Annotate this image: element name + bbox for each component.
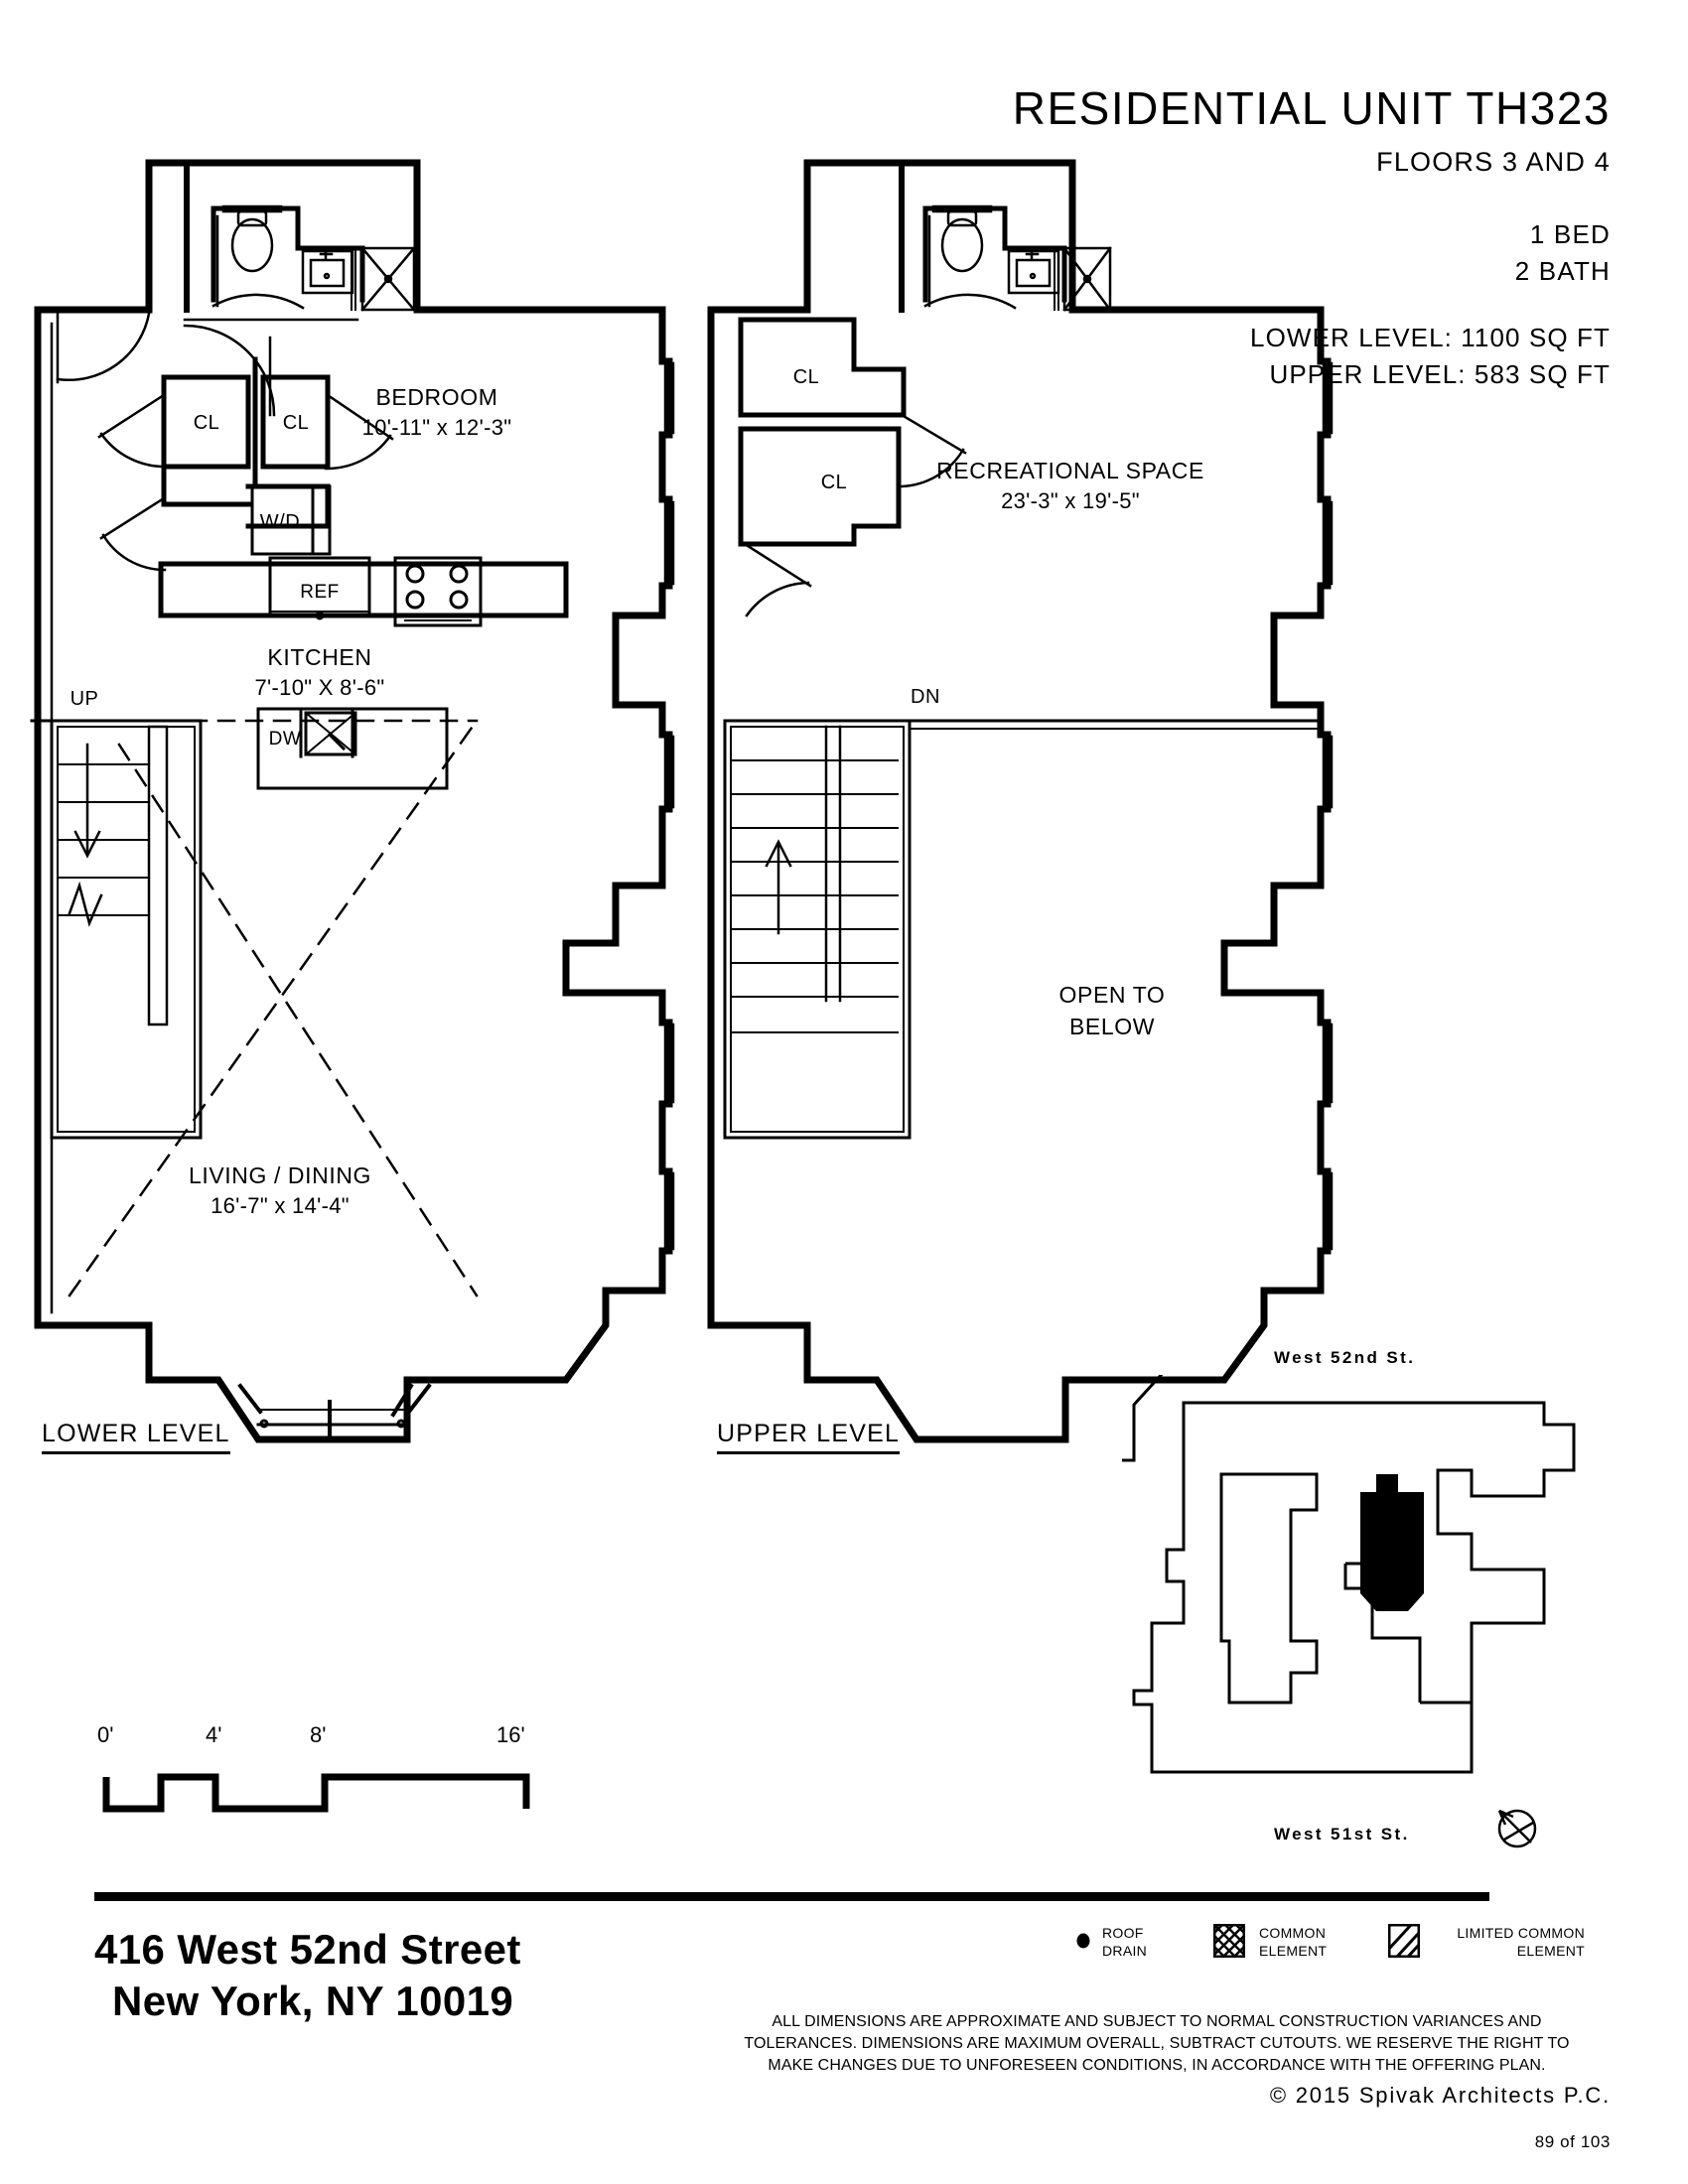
- address-line-2: New York, NY 10019: [112, 1978, 514, 2024]
- closet-label-upper-top: CL: [793, 366, 820, 388]
- scale-tick-3: 16': [496, 1722, 525, 1747]
- lower-level-plan: BEDROOM 10'-11" x 12'-3" CL CL: [30, 159, 675, 1443]
- open-to-below-line1: OPEN TO: [1059, 982, 1166, 1008]
- copyright-notice: © 2015 Spivak Architects P.C.: [1269, 2083, 1611, 2108]
- scale-tick-1: 4': [206, 1722, 222, 1747]
- roof-drain-dot-icon: [1076, 1933, 1090, 1949]
- page-number: 89 of 103: [1534, 2132, 1611, 2151]
- room-dim-kitchen: 7'-10" X 8'-6": [255, 675, 385, 700]
- legend-roof-drain-line2: DRAIN: [1102, 1943, 1148, 1959]
- bed-count: 1 BED: [1529, 219, 1611, 249]
- legend-item-limited-common-element: LIMITED COMMON ELEMENT: [1434, 1924, 1585, 1960]
- disclaimer-text: ALL DIMENSIONS ARE APPROXIMATE AND SUBJE…: [744, 2013, 1570, 2074]
- address-line-1: 416 West 52nd Street: [94, 1926, 521, 1973]
- scale-tick-2: 8': [310, 1722, 327, 1747]
- closet-label-upper-bottom: CL: [821, 472, 848, 493]
- bath-count: 2 BATH: [1514, 256, 1611, 286]
- stair-direction-up: UP: [70, 688, 99, 710]
- legend-limited-common-line1: LIMITED COMMON: [1457, 1925, 1585, 1941]
- scale-tick-0: 0': [97, 1722, 114, 1747]
- upper-level-caption: UPPER LEVEL: [717, 1420, 901, 1454]
- page-title: RESIDENTIAL UNIT TH323: [1012, 82, 1611, 134]
- legend-item-common-element: COMMON ELEMENT: [1259, 1924, 1327, 1960]
- street-label-south: West 51st St.: [1274, 1825, 1410, 1843]
- washer-dryer-label: W/D: [260, 511, 300, 533]
- floors-subtitle: FLOORS 3 AND 4: [1376, 147, 1611, 177]
- legend-limited-common-line2: ELEMENT: [1516, 1943, 1585, 1959]
- lower-level-caption: LOWER LEVEL: [42, 1420, 230, 1454]
- room-dim-recreational-space: 23'-3" x 19'-5": [1001, 488, 1140, 513]
- street-label-north: West 52nd St.: [1274, 1348, 1416, 1367]
- unit-bed-bath-summary: 1 BED 2 BATH: [1515, 216, 1611, 290]
- legend-item-roof-drain: ROOF DRAIN: [1102, 1924, 1147, 1960]
- stair-direction-down: DN: [911, 686, 940, 708]
- refrigerator-label: REF: [300, 582, 340, 603]
- crosshatch-swatch-icon: [1213, 1924, 1245, 1958]
- legend-roof-drain-line1: ROOF: [1102, 1925, 1144, 1941]
- legend-common-element-line2: ELEMENT: [1259, 1943, 1328, 1959]
- room-name-bedroom: BEDROOM: [375, 384, 497, 410]
- upper-level-plan: CL CL RECREATIONAL SPACE 23'-3" x 19'-5"…: [707, 159, 1334, 1443]
- diagonal-hatch-swatch-icon: [1388, 1924, 1420, 1958]
- closet-label-left: CL: [194, 412, 220, 434]
- dishwasher-label: DW: [269, 729, 302, 750]
- open-to-below-line2: BELOW: [1069, 1014, 1155, 1039]
- divider-rule-left: [94, 1892, 1489, 1901]
- legend-common-element-line1: COMMON: [1259, 1925, 1327, 1941]
- lower-level-area: LOWER LEVEL: 1100 SQ FT: [1250, 323, 1611, 352]
- closet-label-right: CL: [283, 412, 310, 434]
- key-site-map: [1122, 1375, 1576, 1774]
- room-name-kitchen: KITCHEN: [267, 644, 371, 670]
- building-address: 416 West 52nd Street New York, NY 10019: [94, 1924, 521, 2027]
- room-name-recreational-space: RECREATIONAL SPACE: [936, 458, 1204, 483]
- room-dim-bedroom: 10'-11" x 12'-3": [362, 415, 512, 440]
- scale-bar: [102, 1773, 530, 1813]
- room-dim-living-dining: 16'-7" x 14'-4": [211, 1193, 350, 1218]
- north-arrow-icon: [1497, 1809, 1537, 1848]
- room-name-living-dining: LIVING / DINING: [189, 1162, 371, 1188]
